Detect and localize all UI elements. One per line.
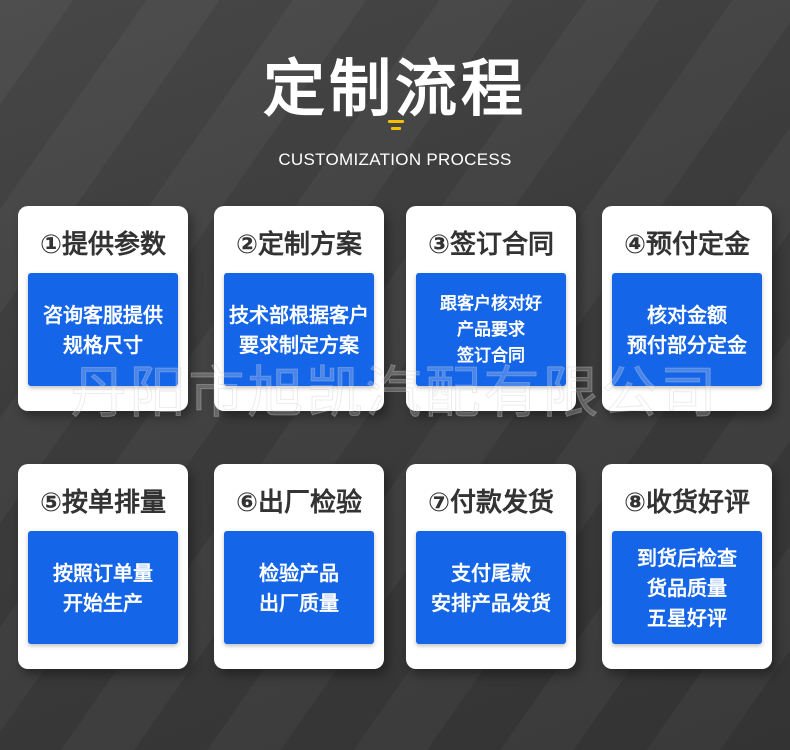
- step-title: ⑦付款发货: [427, 488, 554, 518]
- step-description: 技术部根据客户 要求制定方案: [224, 273, 374, 386]
- step-card-6: ⑥出厂检验 检验产品 出厂质量: [214, 464, 384, 669]
- page-subtitle: CUSTOMIZATION PROCESS: [278, 150, 512, 169]
- step-line: 核对金额: [647, 302, 727, 327]
- step-line: 安排产品发货: [431, 590, 551, 615]
- step-description: 按照订单量 开始生产: [28, 531, 178, 644]
- step-line: 技术部根据客户: [229, 302, 369, 327]
- step-description: 支付尾款 安排产品发货: [416, 531, 566, 644]
- step-title: ⑧收货好评: [623, 488, 750, 518]
- step-description: 核对金额 预付部分定金: [612, 273, 762, 386]
- step-line: 支付尾款: [451, 560, 531, 585]
- step-line: 货品质量: [647, 575, 727, 600]
- step-line: 出厂质量: [259, 590, 339, 615]
- step-line: 预付部分定金: [627, 332, 747, 357]
- step-line: 规格尺寸: [63, 332, 143, 357]
- step-title: ⑥出厂检验: [235, 488, 362, 518]
- step-title: ①提供参数: [39, 230, 166, 260]
- step-line: 产品要求: [457, 319, 525, 340]
- step-title: ③签订合同: [427, 230, 554, 260]
- step-card-4: ④预付定金 核对金额 预付部分定金: [602, 206, 772, 411]
- step-title: ⑤按单排量: [39, 488, 166, 518]
- step-line: 跟客户核对好: [440, 293, 542, 314]
- step-card-1: ①提供参数 咨询客服提供 规格尺寸: [18, 206, 188, 411]
- step-card-7: ⑦付款发货 支付尾款 安排产品发货: [406, 464, 576, 669]
- step-description: 跟客户核对好 产品要求 签订合同: [416, 273, 566, 386]
- step-line: 到货后检查: [637, 545, 737, 570]
- step-line: 开始生产: [63, 590, 143, 615]
- step-description: 检验产品 出厂质量: [224, 531, 374, 644]
- equals-deco-icon: [388, 120, 404, 134]
- step-title: ②定制方案: [235, 230, 362, 260]
- step-card-2: ②定制方案 技术部根据客户 要求制定方案: [214, 206, 384, 411]
- step-card-8: ⑧收货好评 到货后检查 货品质量 五星好评: [602, 464, 772, 669]
- step-line: 五星好评: [647, 605, 727, 630]
- step-card-3: ③签订合同 跟客户核对好 产品要求 签订合同: [406, 206, 576, 411]
- step-description: 到货后检查 货品质量 五星好评: [612, 531, 762, 644]
- page-title: 定制流程: [262, 52, 527, 125]
- step-line: 咨询客服提供: [43, 302, 163, 327]
- step-description: 咨询客服提供 规格尺寸: [28, 273, 178, 386]
- step-line: 要求制定方案: [239, 332, 359, 357]
- step-line: 签订合同: [457, 345, 525, 366]
- step-line: 检验产品: [259, 560, 339, 585]
- step-card-5: ⑤按单排量 按照订单量 开始生产: [18, 464, 188, 669]
- step-title: ④预付定金: [623, 230, 750, 260]
- step-line: 按照订单量: [53, 560, 153, 585]
